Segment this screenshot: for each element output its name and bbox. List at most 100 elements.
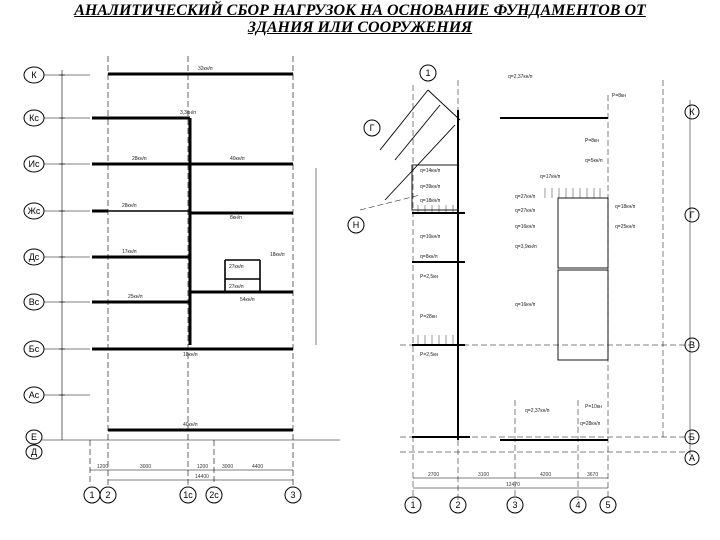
rload-n4: q=17кн/п [540, 174, 561, 180]
raxis-left-N: Н [353, 220, 360, 230]
axis-Is: Ис [29, 159, 40, 169]
rload-bottom3: q=28кн/п [580, 421, 601, 427]
dim-4: 3000 [222, 464, 233, 470]
axis-Zhs: Жс [28, 206, 41, 216]
dim-total: 14400 [195, 474, 209, 480]
dim-1: 1200 [97, 464, 108, 470]
rload-top-right: P=8кн [612, 93, 626, 99]
axis-Vs: Вс [29, 297, 40, 307]
load-ks: 3,3кн/п [180, 110, 196, 116]
right-bottom-dims: 2700 3100 4200 3670 12470 [413, 472, 608, 489]
rload-n8: q=10кн/п [420, 234, 441, 240]
rload-n12: q=8кн/п [420, 254, 438, 260]
rdim-1: 2700 [428, 472, 439, 478]
raxis-V: В [689, 340, 695, 350]
rload-box1: q=39кн/п [420, 184, 441, 190]
rcol-axis-2: 2 [455, 500, 460, 510]
rload-n10: q=25кн/п [615, 224, 636, 230]
load-ds-right: 18кн/п [270, 252, 285, 258]
right-col-axes: 1 2 3 4 5 [404, 496, 617, 514]
rcol-axis-1: 1 [410, 500, 415, 510]
left-column-axis-lines [89, 56, 294, 485]
rload-top: q=2,37кн/п [508, 74, 533, 80]
rdim-4: 3670 [587, 472, 598, 478]
right-plan: q=2,37кн/п P=8кн P=8кн q=5кн/п q=14кн/п … [347, 64, 700, 514]
rdim-3: 4200 [540, 472, 551, 478]
rload-n3: q=14кн/п [420, 168, 441, 174]
load-vs-left: 25кн/п [128, 294, 143, 300]
page-title: АНАЛИТИЧЕСКИЙ СБОР НАГРУЗОК НА ОСНОВАНИЕ… [0, 2, 720, 36]
rload-box2: q=27кн/п [515, 194, 536, 200]
load-is-left: 28кн/п [132, 156, 147, 162]
right-beams [412, 110, 608, 441]
raxis-K: К [689, 107, 695, 117]
right-left-axes: 1 Г Н [347, 64, 437, 234]
rload-n11: q=3,9кн/п [515, 244, 537, 250]
left-row-extension-lines [42, 74, 340, 441]
page-title-line2: ЗДАНИЯ ИЛИ СООРУЖЕНИЯ [247, 19, 473, 36]
left-plan: К Кс Ис Жс Дс Вс Бс Ас Е Д [23, 56, 340, 504]
left-bottom-dims: 1200 3000 1200 3000 4400 14400 [90, 464, 293, 481]
axis-Bs: Бс [29, 344, 40, 354]
rcol-axis-5: 5 [605, 500, 610, 510]
rdim-total: 12470 [506, 482, 520, 488]
rload-bottom2: P=10кн [585, 404, 602, 410]
load-k: 32кн/п [198, 66, 213, 72]
rload-bottom1: q=2,37кн/п [525, 408, 550, 414]
load-is-right: 40кн/п [230, 156, 245, 162]
dim-5: 4400 [252, 464, 263, 470]
load-zhs-right: 8кн/п [230, 215, 242, 221]
rload-n15: P=28кн [420, 314, 437, 320]
rload-n1: P=8кн [585, 138, 599, 144]
right-load-hatching [417, 188, 601, 345]
dim-3: 1200 [197, 464, 208, 470]
rdim-2: 3100 [478, 472, 489, 478]
rload-n9: q=16кн/п [515, 224, 536, 230]
axis-As: Ас [29, 390, 40, 400]
col-axis-3: 3 [290, 490, 295, 500]
rload-n5: q=18кн/п [420, 198, 441, 204]
load-ds-box: 27кн/п [229, 264, 244, 270]
raxis-A: А [689, 453, 695, 463]
load-ds-box2: 27кн/п [229, 284, 244, 290]
page-title-line1: АНАЛИТИЧЕСКИЙ СБОР НАГРУЗОК НА ОСНОВАНИЕ… [74, 2, 646, 19]
left-row-axes: К Кс Ис Жс Дс Вс Бс Ас Е Д [23, 66, 45, 460]
load-e: 40кн/п [183, 422, 198, 428]
axis-Ds: Дс [29, 252, 40, 262]
right-grid [359, 80, 690, 500]
right-row-axes: К Г В Б А [684, 104, 700, 466]
rcol-axis-4: 4 [575, 500, 580, 510]
raxis-B: Б [689, 432, 695, 442]
raxis-left-1: 1 [425, 68, 430, 78]
rload-n13: P=2,5кн [420, 274, 438, 280]
col-axis-1c: 1с [183, 490, 193, 500]
right-load-labels: q=2,37кн/п P=8кн P=8кн q=5кн/п q=14кн/п … [420, 74, 636, 427]
col-axis-2: 2 [105, 490, 110, 500]
rload-n6: q=27кн/п [515, 208, 536, 214]
col-axis-1: 1 [89, 490, 94, 500]
left-beams [92, 72, 293, 432]
load-bs: 18кн/п [183, 352, 198, 358]
rload-n7: q=18кн/п [615, 204, 636, 210]
rcol-axis-3: 3 [512, 500, 517, 510]
dim-2: 3000 [140, 464, 151, 470]
right-diagonal-walls [379, 89, 461, 201]
left-col-axes: 1 2 1с 2с 3 [83, 486, 302, 504]
raxis-left-G: Г [370, 123, 375, 133]
rload-n2: q=5кн/п [585, 158, 603, 164]
rload-n16: P=2,5кн [420, 352, 438, 358]
load-zhs-left: 28кн/п [122, 203, 137, 209]
axis-E: Е [31, 432, 37, 442]
axis-D: Д [31, 447, 37, 457]
axis-K: К [31, 70, 37, 80]
load-vs-right: 54кн/п [240, 297, 255, 303]
axis-Ks: Кс [29, 113, 39, 123]
raxis-G: Г [690, 210, 695, 220]
col-axis-2c: 2с [209, 490, 219, 500]
left-load-labels: 32кн/п 3,3кн/п 28кн/п 40кн/п 28кн/п 8кн/… [122, 66, 285, 428]
left-thin-beams [108, 210, 261, 292]
right-boxes [411, 164, 609, 361]
rload-n14: q=16кн/п [515, 302, 536, 308]
load-ds-left: 17кн/п [122, 249, 137, 255]
